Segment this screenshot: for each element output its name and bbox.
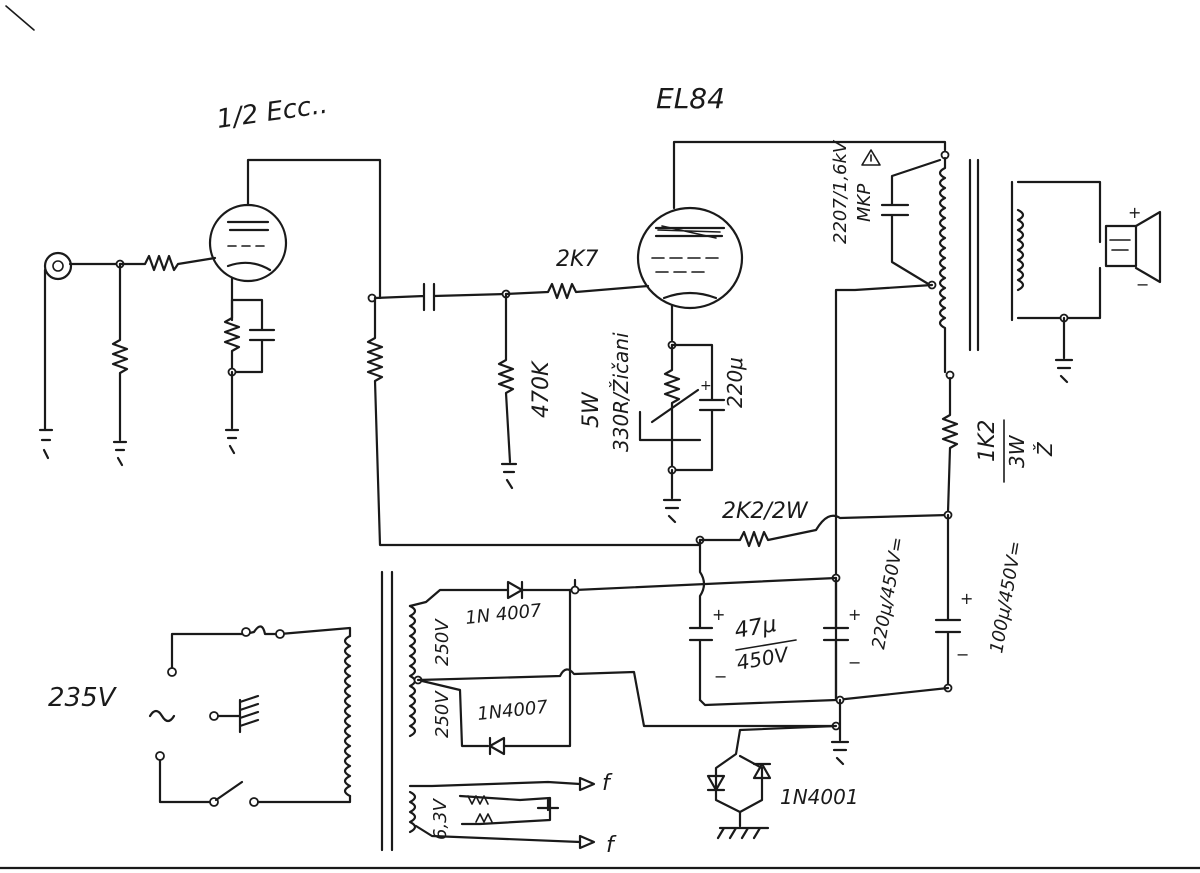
- capacitor-100u: + −: [934, 513, 973, 693]
- filter-resistor: [941, 376, 959, 514]
- filter-resistor-label: 1K2: [975, 420, 1000, 462]
- preamp-tube: [208, 158, 382, 322]
- diode-top-label: 1N 4007: [464, 600, 543, 629]
- power-tube-label: EL84: [656, 82, 725, 115]
- power-transformer: [343, 570, 417, 852]
- page-corner-mark: [5, 5, 35, 31]
- capacitor-220u: + −: [822, 576, 861, 702]
- grid-resistor-label: 2K7: [556, 247, 598, 272]
- screen-feed-wire: [834, 283, 934, 702]
- bias-diodes-label: 1N4001: [780, 785, 859, 809]
- heater-out-top-label: f: [602, 771, 613, 796]
- cap-47-minus: −: [714, 667, 727, 686]
- winding-heater-label: 6,3V: [430, 797, 451, 840]
- mains-input: [148, 625, 352, 807]
- ground-bus: [698, 686, 950, 707]
- cap-220-minus: −: [848, 653, 861, 672]
- cap-100-plus: +: [960, 589, 973, 608]
- rectifier-bottom: [413, 588, 572, 756]
- winding-top-label: 250V: [432, 618, 453, 666]
- center-tap-wire: [416, 668, 838, 728]
- preamp-tube-label: 1/2 Ecc..: [215, 90, 330, 135]
- preamp-cathode-network: [223, 298, 276, 455]
- cathode-cap-label: 220μ: [723, 357, 747, 408]
- output-transformer: [938, 150, 1102, 384]
- warning-triangle-icon: [861, 149, 881, 166]
- cap-100-label: 100μ/450V=: [986, 539, 1026, 655]
- filter-resistor-type-label: Ž: [1033, 441, 1057, 457]
- winding-bottom-label: 250V: [432, 690, 453, 738]
- snubber-cap-label: 2207/1,6kV: [830, 139, 851, 244]
- speaker-icon: + −: [1104, 203, 1162, 294]
- speaker-minus: −: [1136, 275, 1149, 294]
- diode-bottom-label: 1N4007: [476, 697, 549, 725]
- cap-47-plus: +: [712, 605, 725, 624]
- cap-47-label: 47μ: [733, 612, 779, 644]
- rectifier-top: [408, 576, 838, 608]
- power-cathode-network: +: [638, 340, 726, 524]
- snubber-capacitor: [880, 158, 942, 290]
- cap-100-minus: −: [956, 645, 969, 664]
- cap-220-plus: +: [848, 605, 861, 624]
- cap-47-voltage-label: 450V: [735, 642, 792, 675]
- cathode-cap-plus: +: [700, 378, 712, 394]
- grid-leak-resistor: [497, 292, 515, 464]
- input-series-resistor: [118, 254, 217, 272]
- mains-voltage-label: 235V: [48, 683, 118, 713]
- heater-out-bottom-label: f: [606, 833, 617, 858]
- cathode-resistor-label: 330R/Žičani: [609, 332, 633, 452]
- snubber-cap-type-label: MKP: [854, 184, 875, 222]
- heater-outputs: [408, 776, 596, 850]
- cathode-power-label: 5W: [579, 391, 604, 428]
- screen-resistor-label: 2K2/2W: [722, 499, 809, 524]
- capacitor-47u: + −: [688, 538, 727, 702]
- grid-leak-label: 470K: [529, 360, 554, 418]
- cap-220-label: 220μ/450V=: [868, 535, 908, 651]
- screen-resistor: [698, 513, 950, 548]
- input-shunt-resistor: [111, 262, 129, 442]
- filter-resistor-power-label: 3W: [1005, 434, 1029, 468]
- grid-stopper-resistor: [504, 282, 650, 300]
- speaker-plus: +: [1128, 203, 1141, 222]
- bias-bridge: [706, 724, 838, 840]
- power-tube: [636, 140, 947, 342]
- input-jack: [38, 251, 73, 460]
- coupling-capacitor: [373, 282, 508, 312]
- plate-load-resistor: [366, 296, 702, 547]
